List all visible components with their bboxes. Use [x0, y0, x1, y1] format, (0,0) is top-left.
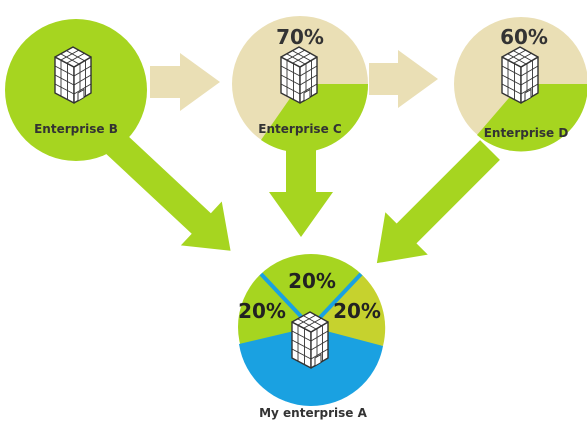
building-icon [54, 46, 92, 104]
arrow-c-to-d [369, 50, 438, 108]
enterprise-b-label: Enterprise B [34, 122, 118, 136]
building-icon [501, 46, 539, 104]
arrow-b-to-a [105, 132, 231, 251]
enterprise-a-share-from-c: 20% [288, 269, 336, 293]
enterprise-a-share-from-d: 20% [333, 299, 381, 323]
arrow-b-to-c [150, 53, 220, 111]
enterprise-d-label: Enterprise D [484, 126, 569, 140]
building-icon [280, 46, 318, 104]
enterprise-c-node: 70% Enterprise C [232, 16, 369, 153]
enterprise-b-node: Enterprise B [5, 19, 147, 161]
enterprise-a-node: 20% 20% 20% My enterprise A [238, 254, 386, 420]
enterprise-c-share: 70% [276, 25, 324, 49]
enterprise-a-share-from-b: 20% [238, 299, 286, 323]
enterprise-a-label: My enterprise A [259, 406, 367, 420]
enterprise-d-node: 60% Enterprise D [454, 17, 587, 152]
enterprise-d-share: 60% [500, 25, 548, 49]
enterprise-c-label: Enterprise C [258, 122, 342, 136]
building-icon [291, 311, 329, 369]
arrow-d-to-a [376, 140, 500, 264]
arrow-c-to-a [269, 150, 333, 237]
